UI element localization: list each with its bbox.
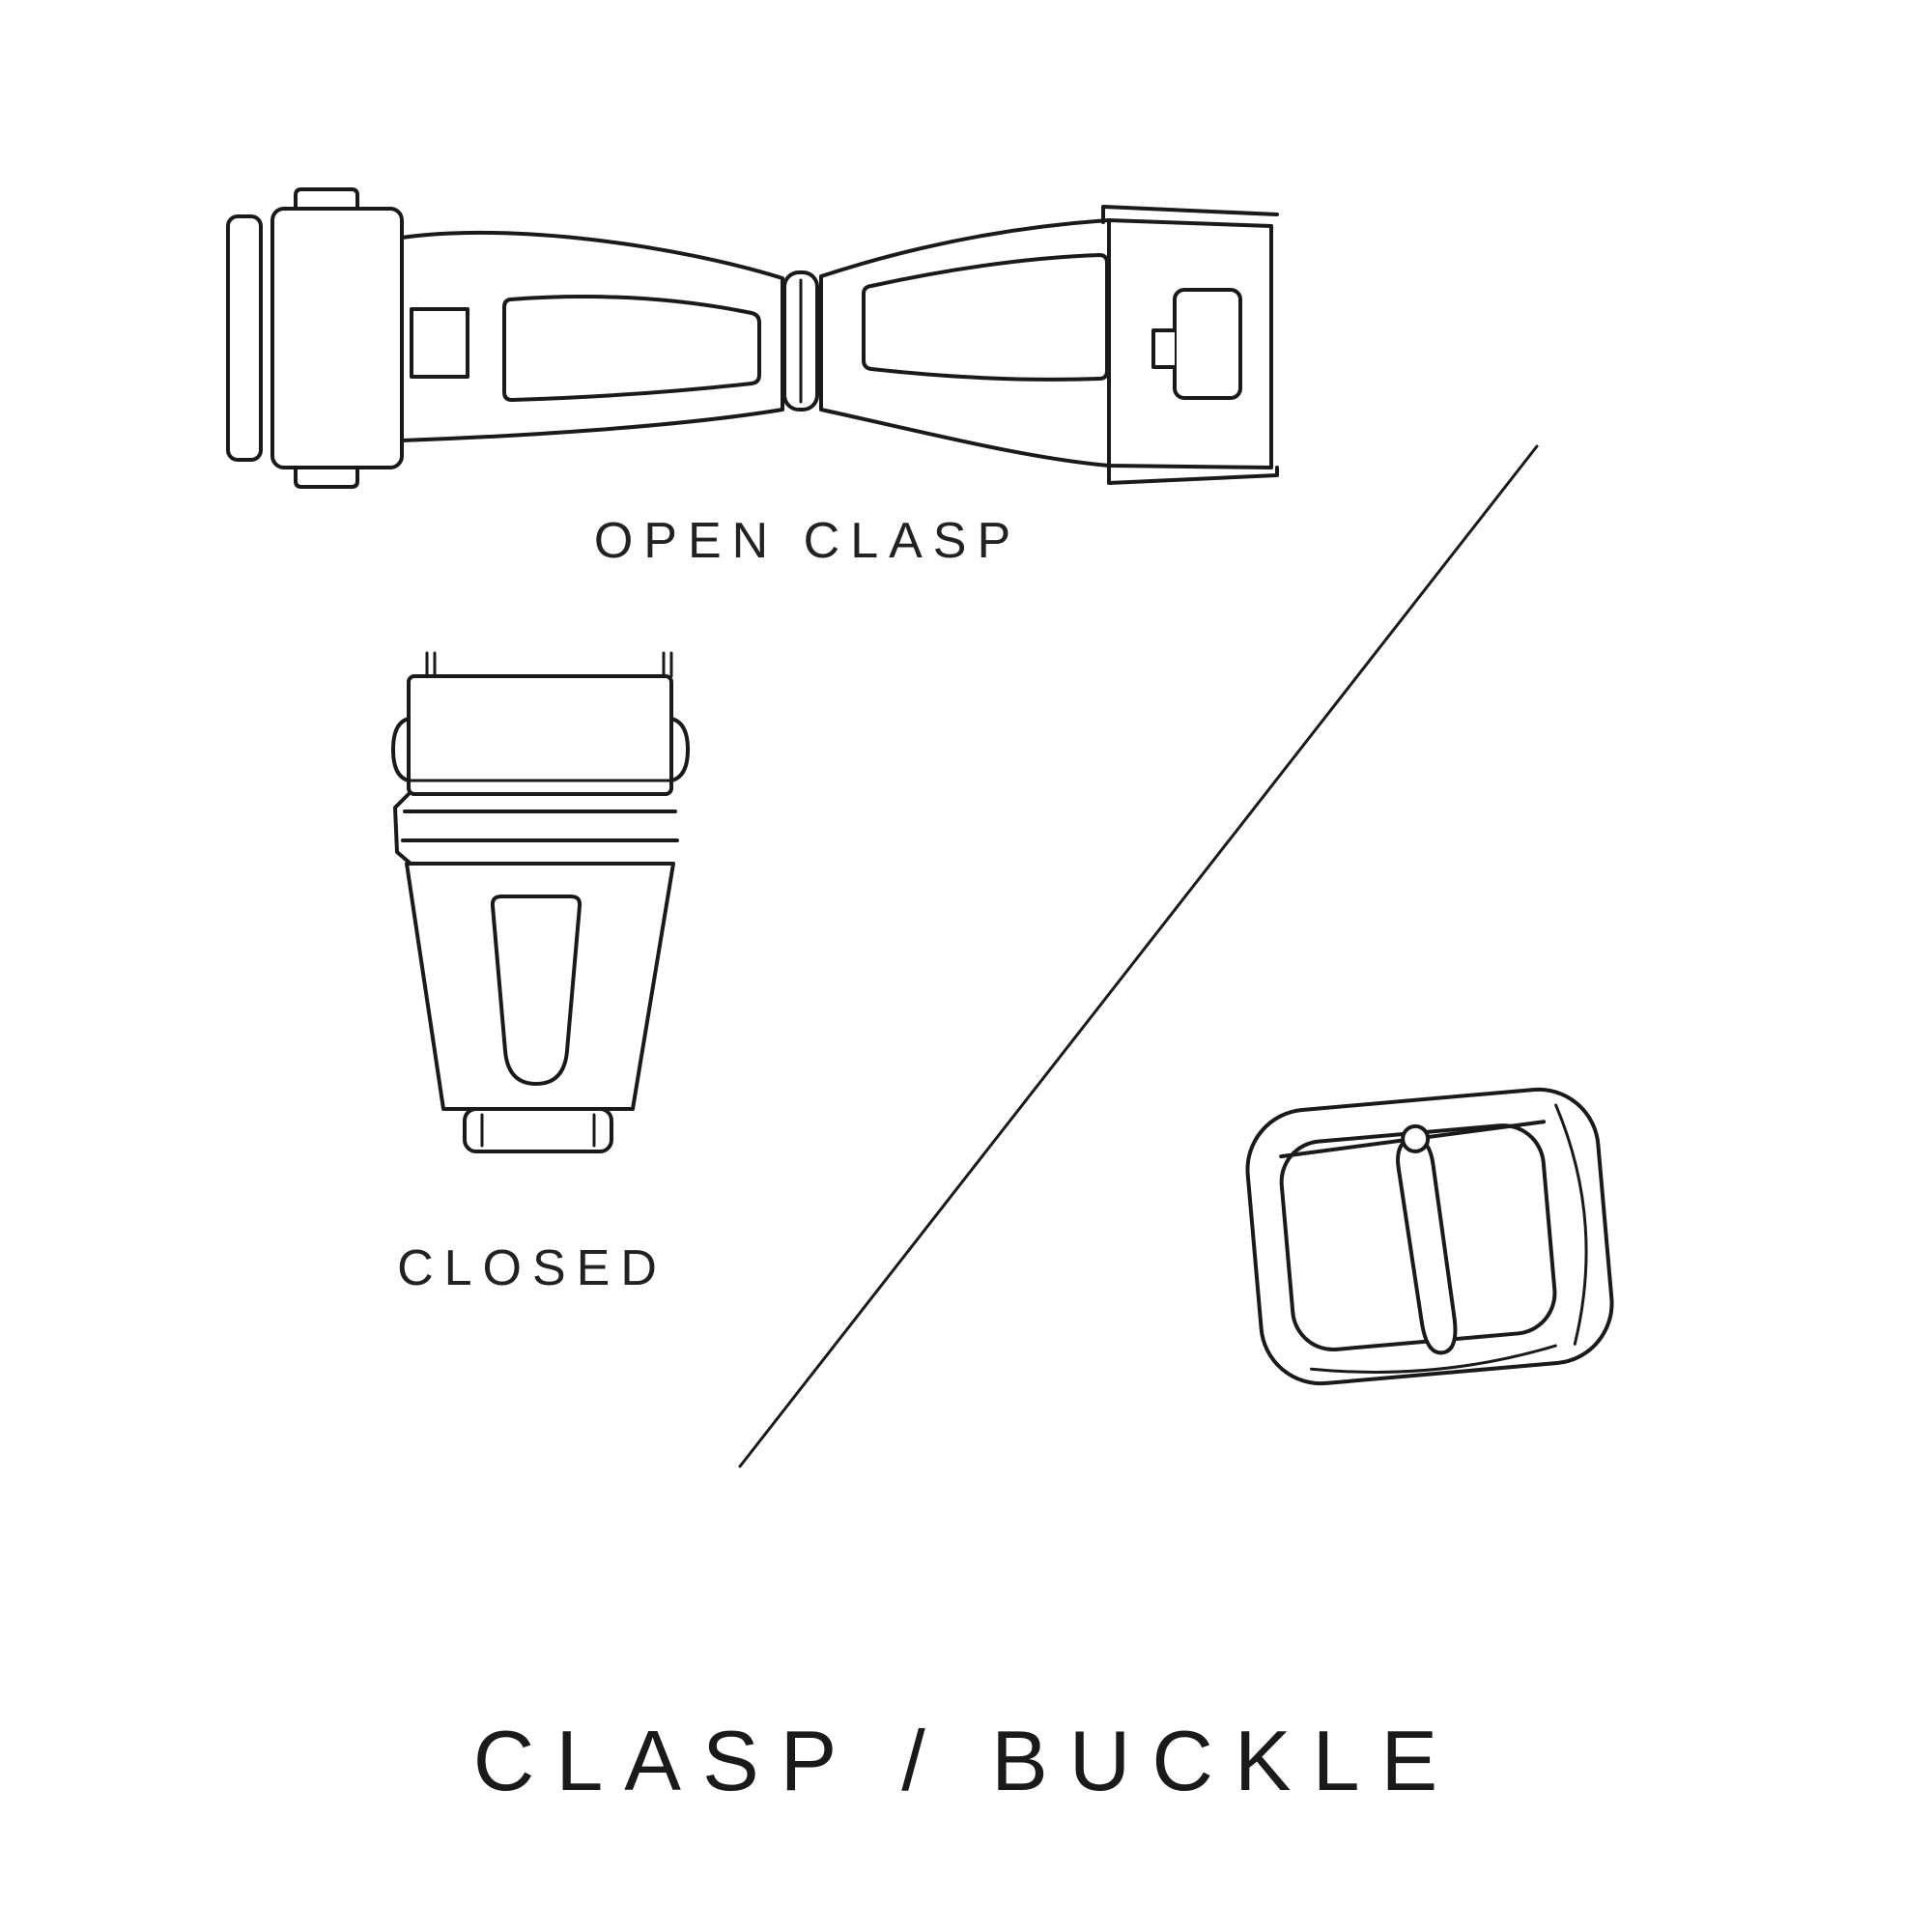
buckle-right-contour xyxy=(1554,1103,1588,1346)
closed-clasp-left-prong xyxy=(425,651,437,678)
diagonal-divider-line xyxy=(738,444,1539,1468)
clasp-top-tab xyxy=(294,187,359,211)
closed-clasp-right-ear xyxy=(669,717,690,782)
diagonal-divider xyxy=(715,425,1565,1488)
buckle-tongue-loop xyxy=(1401,1123,1431,1153)
buckle-tongue xyxy=(1396,1138,1458,1355)
clasp-end-top-edge xyxy=(1101,205,1279,224)
open-clasp-drawing xyxy=(226,187,1279,489)
clasp-left-arm-inner-outline xyxy=(502,295,761,402)
open-clasp-label: OPEN CLASP xyxy=(593,513,1022,569)
buckle-bottom-contour xyxy=(1309,1344,1557,1374)
pin-buckle-drawing xyxy=(1245,1087,1614,1386)
clasp-end-cutout xyxy=(1173,288,1242,400)
closed-label: CLOSED xyxy=(397,1240,668,1296)
closed-clasp-top-box xyxy=(407,674,673,796)
closed-clasp-body xyxy=(405,862,675,1111)
divider-line xyxy=(738,444,1539,1468)
closed-clasp-band-left-tab xyxy=(393,792,412,866)
page-title: CLASP / BUCKLE xyxy=(472,1713,1460,1808)
closed-clasp-drawing xyxy=(391,651,690,1153)
buckle-outer-frame xyxy=(1245,1087,1614,1386)
closed-clasp-inner-slot xyxy=(490,895,582,1086)
open-clasp-illustration xyxy=(222,184,1294,493)
clasp-bottom-tab xyxy=(294,466,359,489)
clasp-end-bottom-edge xyxy=(1107,464,1279,485)
clasp-end-notch xyxy=(1151,328,1177,369)
closed-clasp-illustration xyxy=(382,647,700,1188)
closed-clasp-right-prong xyxy=(662,651,673,678)
clasp-cover xyxy=(270,207,404,469)
clasp-left-bar xyxy=(226,214,263,462)
pin-buckle-illustration xyxy=(1227,1063,1633,1410)
clasp-right-arm-inner-outline xyxy=(862,253,1109,382)
closed-clasp-left-ear xyxy=(391,717,411,782)
closed-clasp-foot xyxy=(463,1107,613,1153)
clasp-release-notch xyxy=(410,307,469,379)
